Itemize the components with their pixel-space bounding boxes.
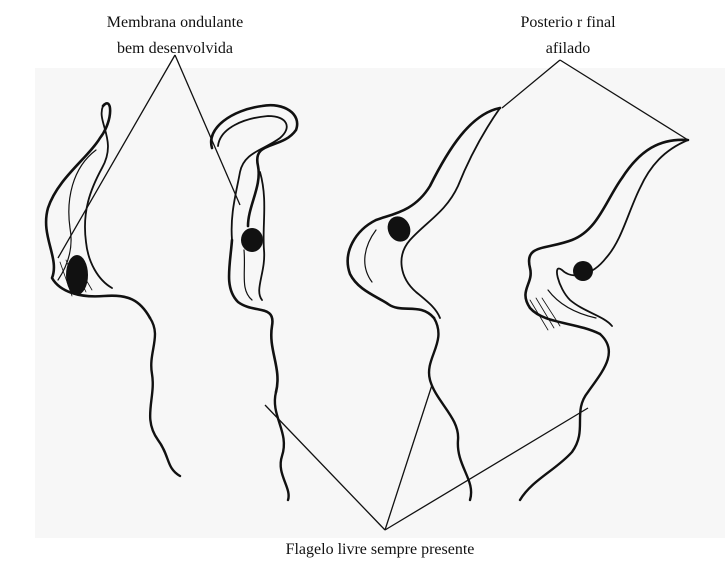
trypanosome-4 (520, 140, 688, 500)
trypanosome-1-outline-outer (46, 103, 150, 318)
trypanosome-2-nucleus (241, 228, 263, 252)
trypanosome-4-hatching (530, 298, 560, 330)
trypanosome-2-flagellum (275, 392, 289, 500)
leader-line-membrane-1 (58, 55, 175, 258)
trypanosome-1 (46, 103, 180, 476)
trypanosome-3-flagellum (429, 318, 471, 500)
leader-lines (58, 55, 688, 530)
trypanosome-4-nucleus (573, 261, 593, 281)
leader-line-membrane-2 (175, 55, 240, 205)
leader-line-flagellum-1 (265, 405, 385, 530)
label-free-flagellum: Flagelo livre sempre presente (230, 537, 530, 563)
trypanosome-3-outline-outer (348, 108, 500, 318)
trypanosome-3-undulating-membrane (365, 230, 376, 282)
leader-line-flagellum-3 (385, 408, 588, 530)
trypanosome-2 (211, 105, 297, 500)
trypanosome-2-body-lower-left (229, 240, 278, 392)
trypanosome-2-undulating-membrane (244, 250, 252, 300)
trypanosome-4-outline-outer (525, 140, 688, 334)
leader-line-flagellum-2 (385, 385, 432, 530)
trypanosome-1-outline-inner (85, 106, 112, 288)
trypanosome-3 (348, 108, 500, 500)
trypanosome-1-nucleus (66, 255, 88, 295)
leader-line-posterior-2 (560, 60, 688, 140)
trypanosome-2-outline-outer (211, 105, 297, 226)
trypanosome-1-flagellum (150, 318, 180, 476)
trypanosome-4-outline-inner (557, 140, 688, 326)
trypanosome-4-flagellum (520, 334, 609, 500)
leader-line-posterior-1 (502, 60, 560, 108)
trypanosome-3-outline-inner (401, 108, 500, 318)
trypanosome-4-undulating-membrane (548, 290, 596, 318)
